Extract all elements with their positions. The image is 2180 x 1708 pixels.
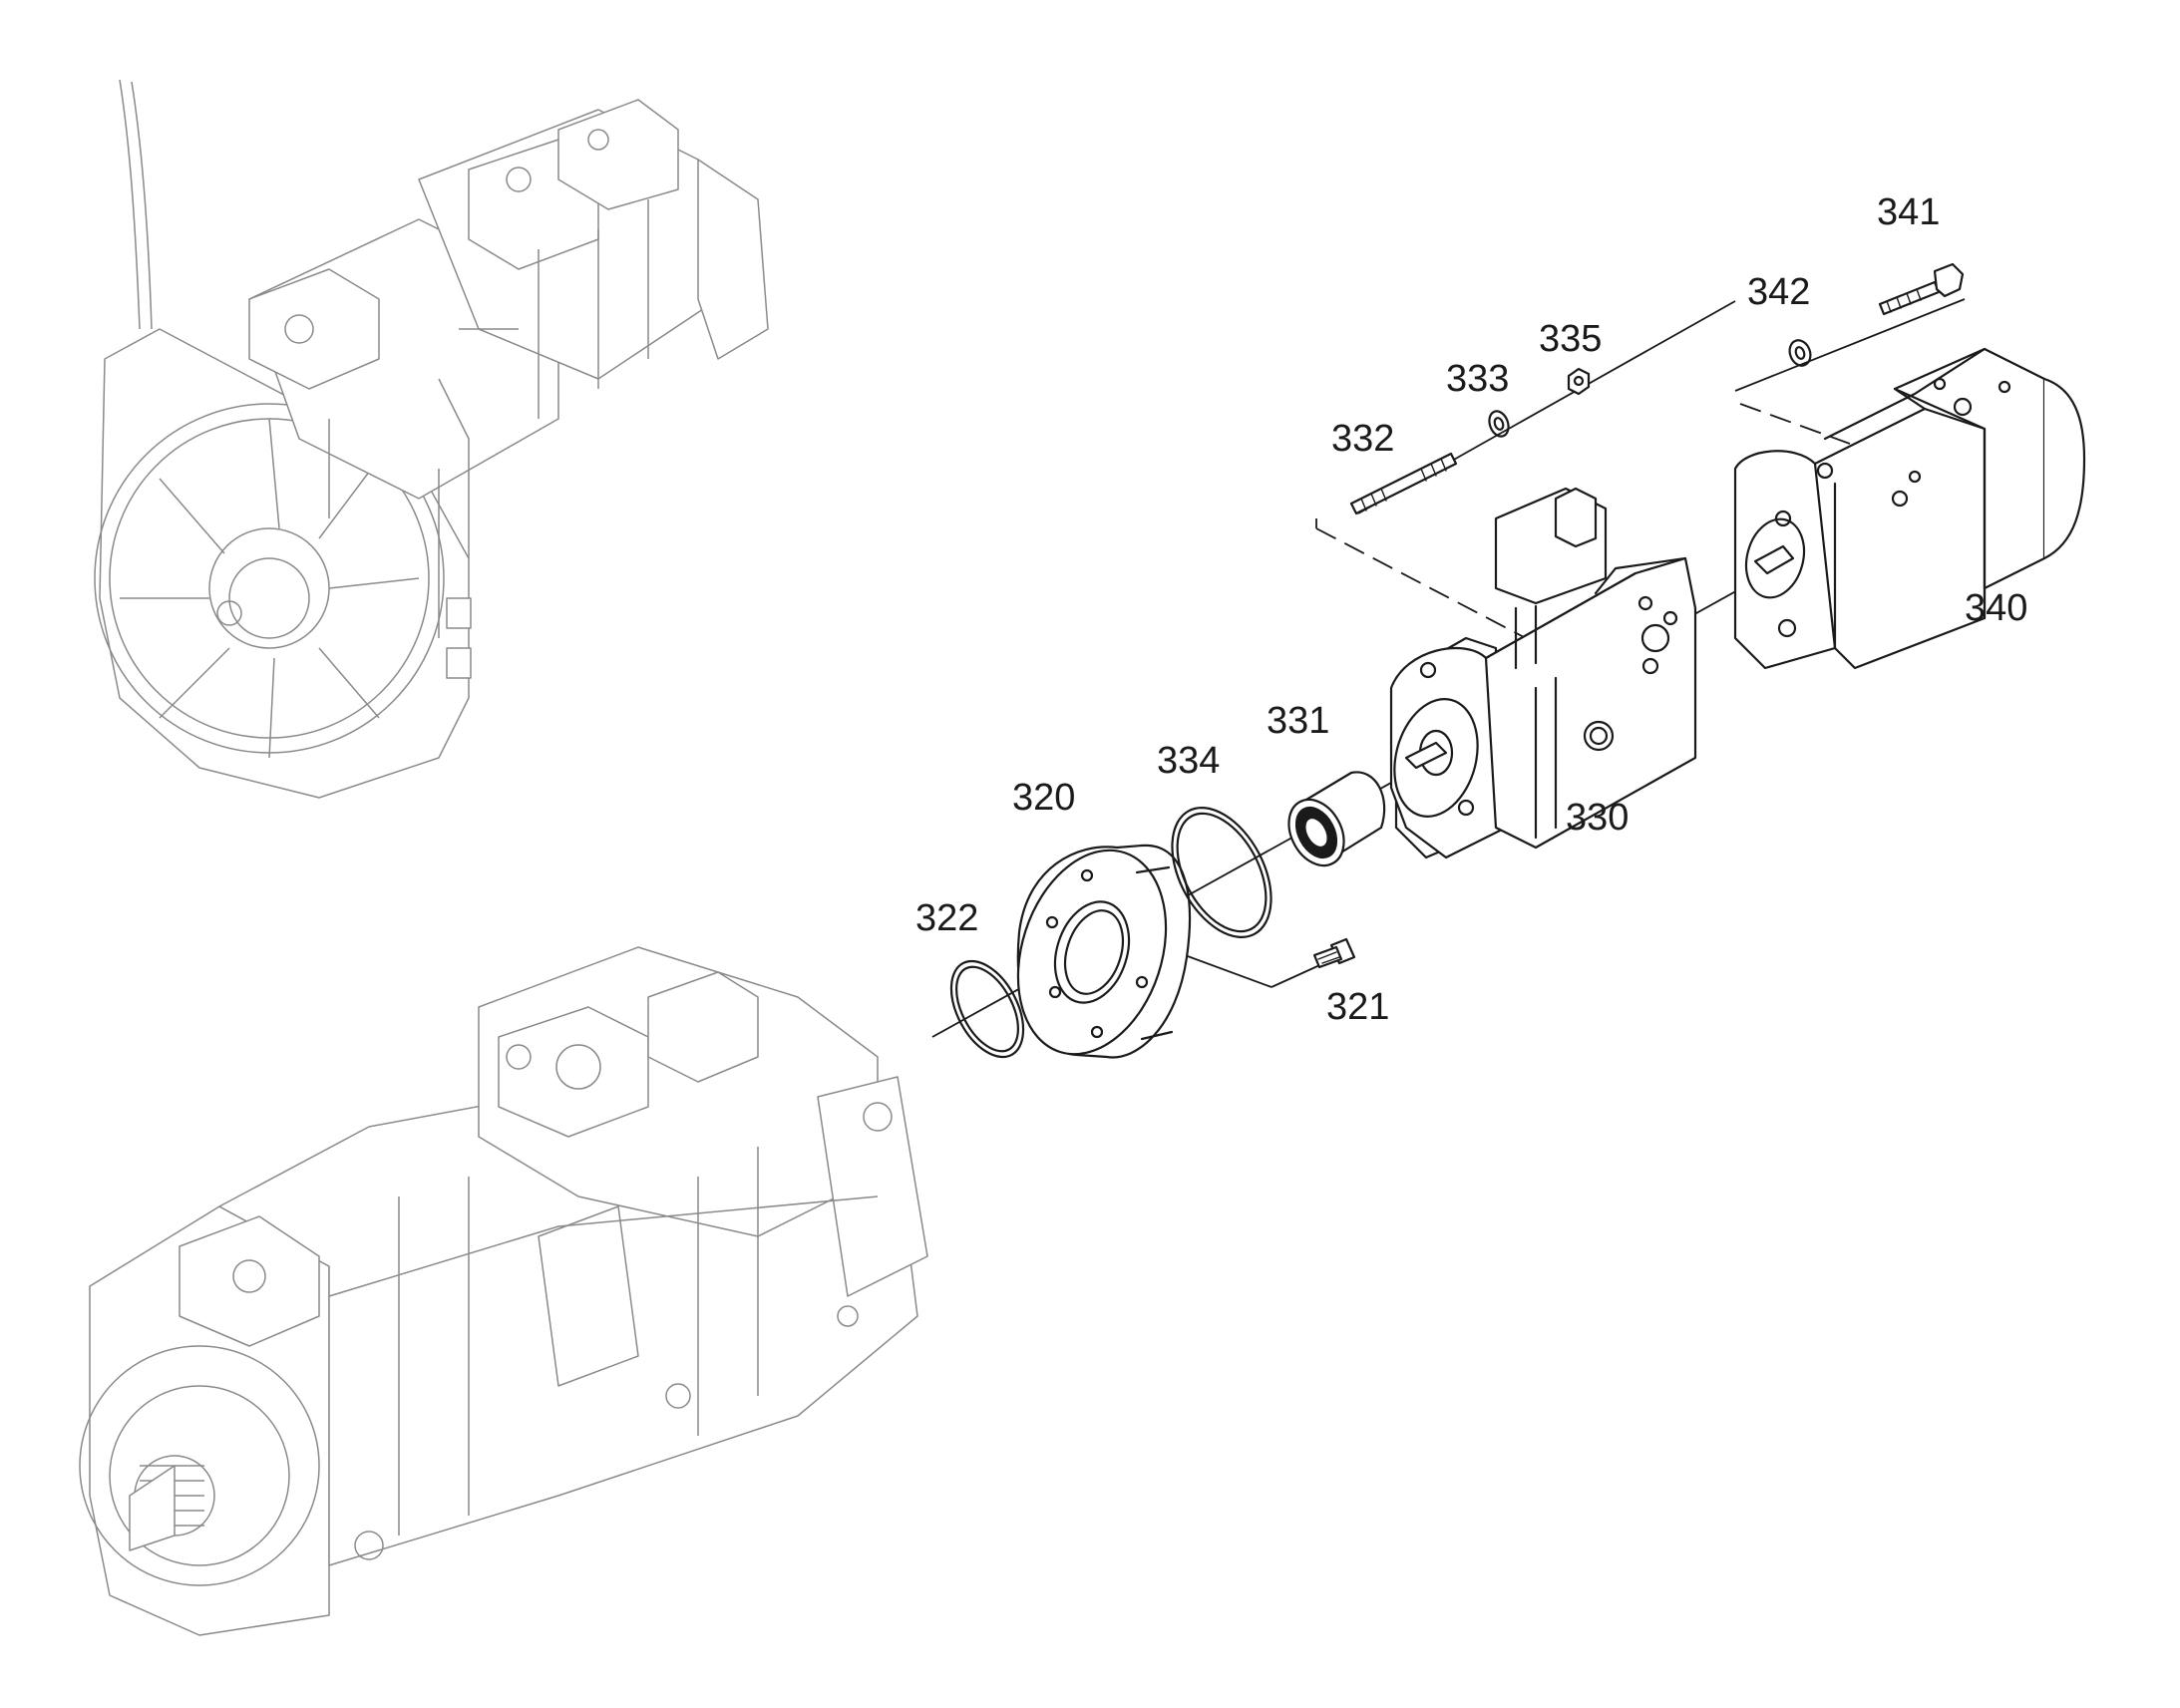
callout-330: 330	[1566, 797, 1629, 839]
context-pump-assembly-top	[94, 79, 769, 799]
part-322-o-ring	[949, 959, 1025, 1059]
part-321-screw	[1312, 937, 1356, 969]
part-341-bolt	[1878, 262, 1965, 316]
callout-340: 340	[1965, 587, 2027, 629]
part-340-aux-pump	[1733, 347, 2086, 670]
callout-342: 342	[1747, 271, 1810, 313]
callout-332: 332	[1331, 418, 1394, 460]
callout-333: 333	[1446, 358, 1509, 400]
part-331-coupling	[1287, 771, 1386, 867]
part-334-o-ring	[1171, 807, 1272, 938]
callout-321: 321	[1326, 986, 1389, 1028]
callout-labels: 341 342 335 333 332 340 331 334 320 330 …	[915, 191, 2027, 1028]
callout-335: 335	[1539, 318, 1602, 360]
part-335-nut	[1567, 367, 1591, 396]
callout-334: 334	[1157, 740, 1220, 782]
callout-331: 331	[1267, 700, 1329, 742]
part-342-washer	[1788, 339, 1812, 367]
callout-322: 322	[915, 897, 978, 939]
context-pump-assembly-bottom	[79, 946, 928, 1636]
part-330-pump-body	[1389, 487, 1697, 859]
callout-320: 320	[1012, 777, 1075, 819]
part-332-stud	[1349, 452, 1458, 515]
part-333-washer	[1488, 410, 1510, 438]
part-320-flange	[1016, 844, 1192, 1059]
callout-341: 341	[1877, 191, 1940, 233]
